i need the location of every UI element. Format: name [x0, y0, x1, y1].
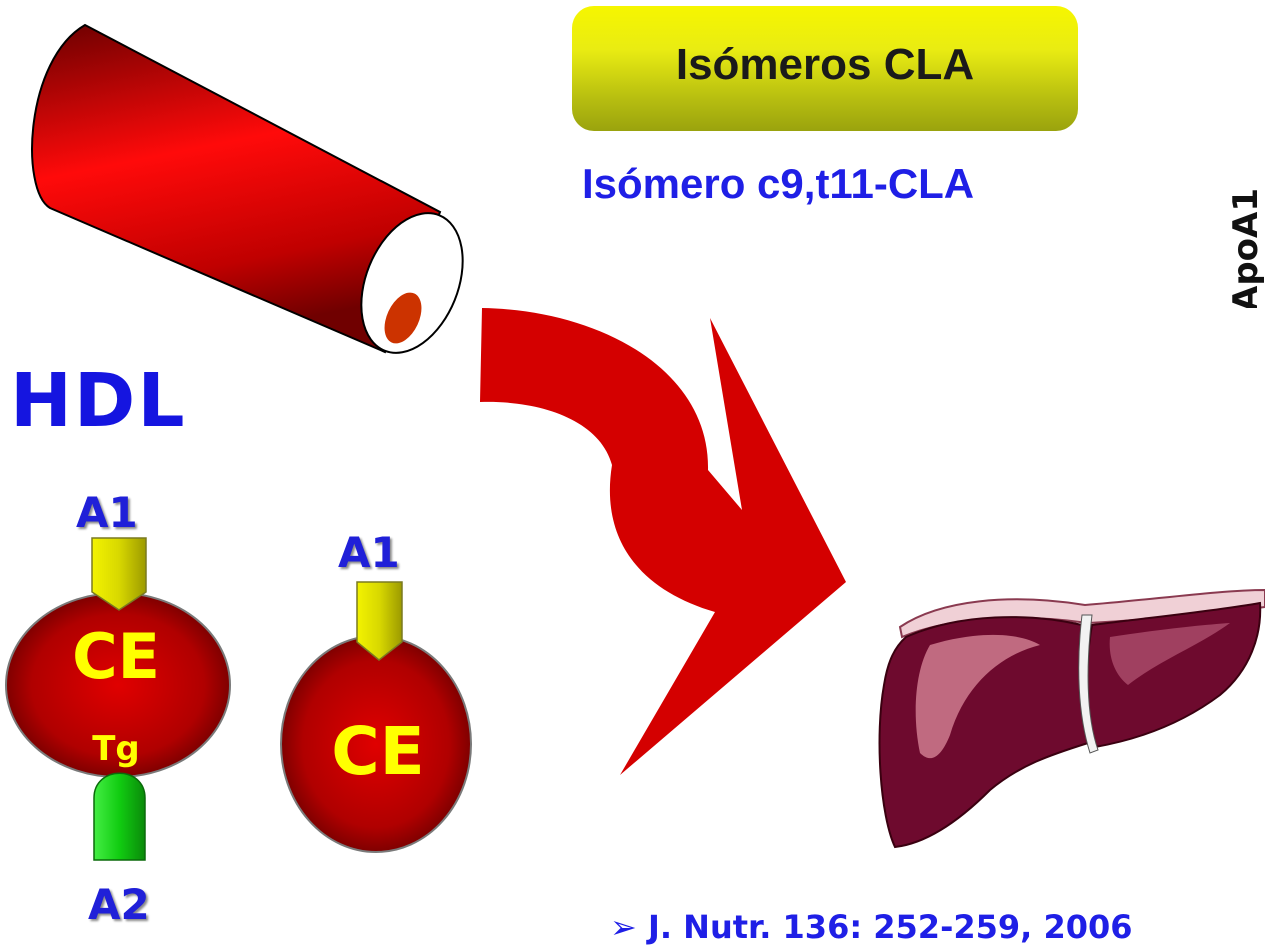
hdl-particle-right: CE — [280, 581, 472, 853]
title: Isómeros CLA — [675, 39, 975, 89]
curved-arrow-shape — [480, 308, 846, 775]
particle-right-top-apo-label: A1 — [338, 528, 400, 577]
liver-right-lobe-highlight — [915, 634, 1040, 759]
subtitle: Isómero c9,t11-CLA — [582, 160, 975, 207]
blood-vessel — [31, 23, 464, 354]
side-label-text: ApoA1 — [1228, 188, 1265, 308]
hdl-label: HDL — [10, 358, 187, 444]
title-box: Isómeros CLA — [572, 6, 1078, 131]
liver-ligament — [1078, 614, 1099, 754]
apoA1-left-icon — [91, 537, 147, 611]
liver-left-lobe — [1086, 601, 1262, 749]
vessel-lumen-particle — [384, 292, 422, 344]
particle-left-core-label: CE — [72, 620, 160, 693]
liver-left-lobe-highlight — [1109, 623, 1230, 685]
liver-icon — [878, 588, 1265, 849]
particle-left-top-apo-label: A1 — [76, 488, 138, 537]
apoA1-right-icon — [356, 581, 403, 661]
side-label: ApoA1 — [1228, 188, 1265, 308]
particle-left-inner-label: Tg — [92, 729, 140, 769]
particle-right-core-label: CE — [331, 713, 425, 790]
apoA2-left-icon — [93, 772, 146, 861]
vessel-body — [31, 23, 442, 354]
particle-left-bottom-apo-label: A2 — [88, 880, 150, 929]
hdl-particle-left: CE Tg — [5, 537, 231, 861]
curved-arrow — [480, 308, 846, 775]
reference-citation: ➢ J. Nutr. 136: 252-259, 2006 — [610, 908, 1133, 946]
